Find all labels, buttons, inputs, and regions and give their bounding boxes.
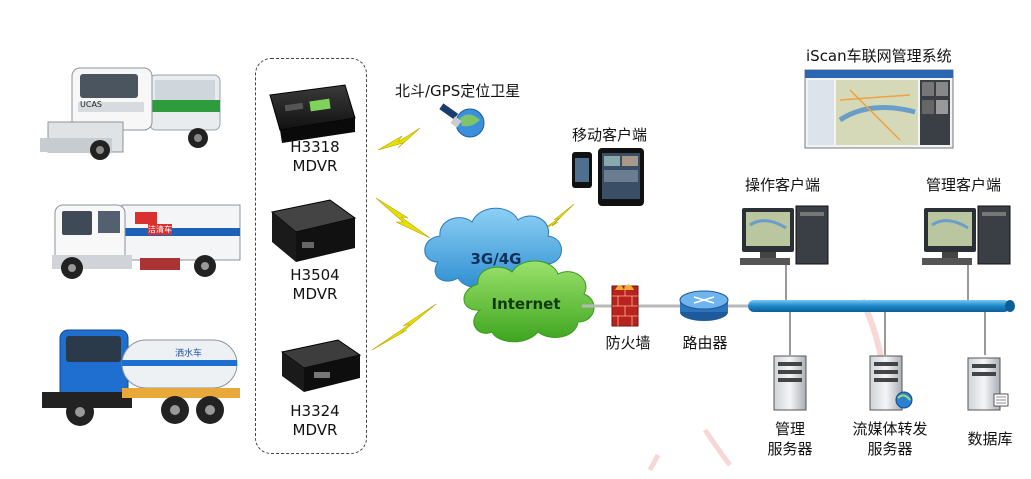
management-server-label-2: 服务器 — [767, 440, 813, 458]
network-backbone — [748, 300, 1015, 312]
admin-client-label: 管理客户端 — [926, 176, 1002, 194]
device-h3324-type: MDVR — [292, 421, 338, 439]
router-icon — [679, 290, 729, 321]
device-h3318-model: H3318 — [290, 138, 340, 156]
truck-water-icon — [42, 329, 240, 426]
mdvr-h3504-icon — [270, 199, 357, 262]
truck-1-label: UCAS — [80, 100, 102, 109]
mdvr-h3318-icon — [269, 84, 356, 143]
streaming-server-label-1: 流媒体转发 — [852, 420, 928, 438]
truck-jetting-icon — [40, 67, 221, 160]
firewall-label: 防火墙 — [605, 334, 651, 352]
router-label: 路由器 — [682, 334, 728, 352]
mdvr-group-box — [255, 58, 367, 454]
iscan-screenshot-icon — [804, 69, 954, 149]
mobile-client-label: 移动客户端 — [572, 126, 648, 144]
management-server-label-1: 管理 — [774, 420, 805, 438]
satellite-icon — [439, 103, 485, 138]
truck-2-label: 洁清车 — [148, 224, 172, 235]
database-server-icon — [967, 357, 1009, 411]
management-server-icon — [773, 355, 807, 411]
satellite-label: 北斗/GPS定位卫星 — [395, 82, 521, 100]
admin-pc-icon — [922, 205, 1011, 265]
cloud-internet-shape — [463, 260, 595, 343]
firewall-icon — [611, 284, 639, 327]
cloud-internet-label: Internet — [491, 295, 561, 313]
streaming-server-label-2: 服务器 — [867, 440, 913, 458]
truck-3-label: 洒水车 — [175, 349, 203, 359]
device-h3504-model: H3504 — [290, 266, 340, 284]
device-h3324-model: H3324 — [290, 402, 340, 420]
connection-lines — [582, 265, 986, 355]
device-h3318-type: MDVR — [292, 157, 338, 175]
mdvr-h3324-icon — [280, 339, 362, 392]
mobile-devices-icon — [572, 148, 644, 206]
cloud-3g4g-label: 3G/4G — [470, 250, 522, 268]
system-label: iScan车联网管理系统 — [806, 47, 952, 65]
operator-pc-icon — [740, 205, 829, 265]
operator-client-label: 操作客户端 — [745, 176, 821, 194]
streaming-server-icon — [869, 355, 913, 411]
truck-sweeper-icon — [52, 204, 241, 279]
device-h3504-type: MDVR — [292, 285, 338, 303]
lightning-bolts — [371, 127, 575, 351]
database-label: 数据库 — [967, 430, 1013, 448]
